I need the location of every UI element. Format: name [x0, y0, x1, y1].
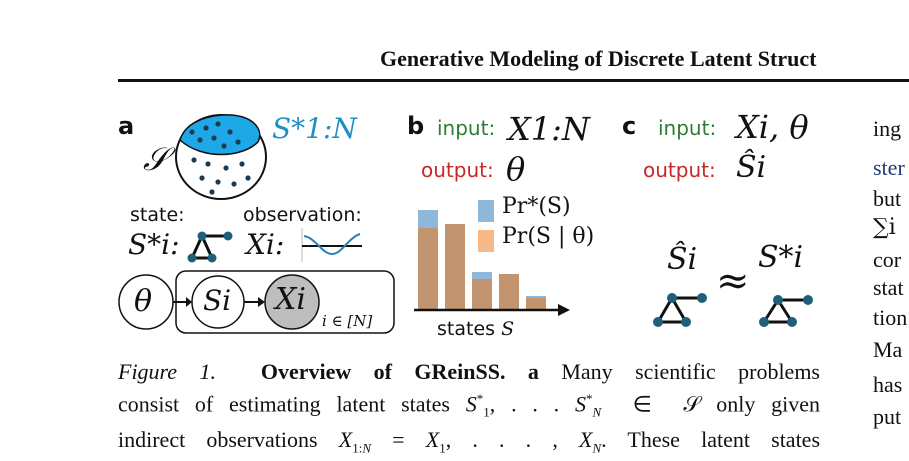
- right-col-line-9: has: [873, 372, 903, 397]
- bar-overlap-2: [445, 224, 465, 310]
- graphical-model: [118, 270, 395, 334]
- plate-label: i ∈ [N]: [322, 312, 373, 330]
- right-col-line-1: ing: [873, 116, 902, 141]
- right-col-line-8: Ma: [873, 337, 903, 362]
- right-col-line-6: stat: [873, 275, 904, 300]
- panel-c-output-label: output:: [643, 158, 716, 182]
- panel-b-output-label: output:: [421, 158, 494, 182]
- x-axis-arrow: [558, 304, 570, 316]
- caption-line-1: Figure 1. Overview of GReinSS. a Many sc…: [118, 359, 820, 384]
- state-label: state:: [130, 204, 185, 226]
- caption-line-3: indirect observations X1:N = X1, . . . ,…: [118, 426, 821, 456]
- observation-signal-icon: [301, 228, 362, 262]
- right-col-line-5: cor: [873, 247, 902, 272]
- panel-c-output-value: Ŝi: [736, 150, 767, 185]
- panel-b-output-value: θ: [506, 150, 526, 188]
- true-state-symbol: S*i: [758, 240, 804, 275]
- panel-c-letter: c: [622, 112, 637, 140]
- panel-c-input-value: Xi, θ: [736, 108, 809, 146]
- target-states-label: S*1:N: [272, 112, 357, 145]
- header-rule: [118, 79, 909, 82]
- xlabel-text: states S: [437, 318, 515, 340]
- state-symbol: S*i:: [128, 228, 180, 261]
- true-graph-icon: [759, 295, 813, 327]
- bar-overlap-1: [418, 228, 438, 310]
- observation-label: observation:: [243, 204, 362, 226]
- caption-line-2: consist of estimating latent states S*1,…: [118, 391, 821, 420]
- running-title: Generative Modeling of Discrete Latent S…: [380, 46, 817, 71]
- right-col-line-2: ster: [873, 155, 905, 180]
- xlabel-variable: S: [501, 318, 515, 340]
- chart-xlabel: states S: [437, 318, 514, 340]
- bar-overlap-5: [526, 298, 546, 310]
- bar-overlap-4: [499, 274, 519, 310]
- latent-set-diagram: [175, 114, 267, 200]
- legend-label-true: Pr*(S): [502, 194, 571, 219]
- panel-b-letter: b: [407, 112, 425, 140]
- legend-label-model: Pr(S | θ): [502, 224, 595, 249]
- set-symbol: 𝒮: [143, 140, 168, 178]
- panel-b-input-value: X1:N: [508, 110, 590, 148]
- x-node-label: Xi: [275, 282, 306, 317]
- legend-swatch-true: [478, 200, 494, 222]
- approx-symbol: ≈: [716, 258, 750, 304]
- estimated-graph-icon: [653, 293, 707, 327]
- right-col-line-7: tion: [873, 305, 908, 330]
- right-col-line-4: ∑i: [873, 215, 896, 240]
- s-node-label: Si: [203, 284, 232, 317]
- state-graph-icon: [187, 231, 233, 263]
- right-col-line-3: but: [873, 186, 902, 211]
- right-col-line-10: put: [873, 404, 902, 429]
- observation-symbol: Xi:: [246, 228, 285, 261]
- panel-a-letter: a: [118, 112, 135, 140]
- state-distribution-chart: [414, 210, 570, 316]
- panel-c-input-label: input:: [658, 116, 717, 140]
- theta-node-label: θ: [134, 284, 153, 319]
- legend-swatch-model: [478, 230, 494, 252]
- bar-overlap-3: [472, 279, 492, 310]
- estimate-symbol: Ŝi: [667, 242, 698, 277]
- figure-caption: Figure 1. Overview of GReinSS. a Many sc…: [118, 358, 820, 461]
- panel-b-input-label: input:: [437, 116, 496, 140]
